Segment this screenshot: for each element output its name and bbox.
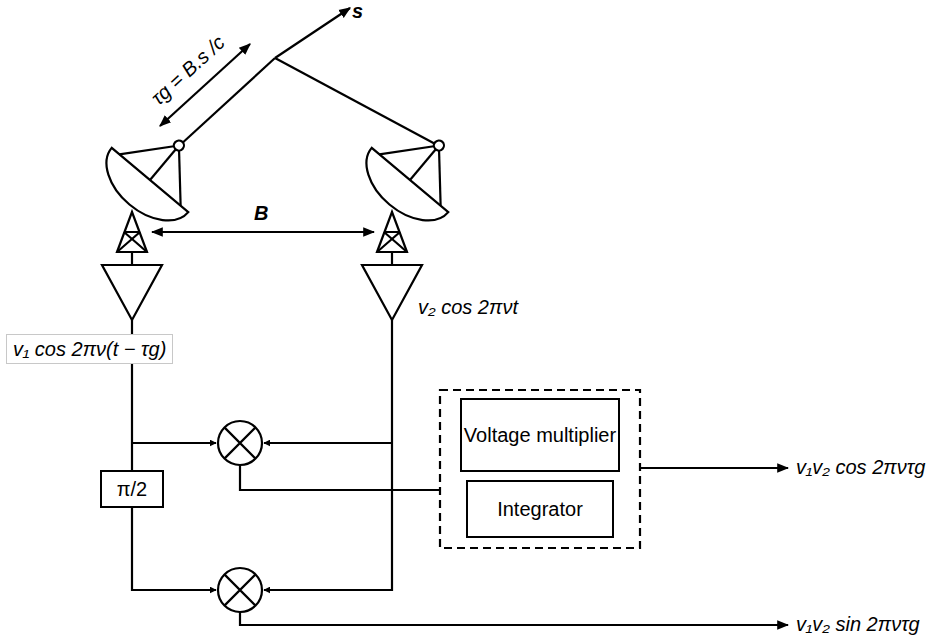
dish-antenna <box>351 110 480 237</box>
box-text: Integrator <box>497 498 583 521</box>
process-box: Voltage multiplier <box>460 398 620 472</box>
delay-label: τg = B.s /c <box>147 31 229 109</box>
dish-antenna <box>91 110 220 237</box>
signal-wire <box>240 465 440 490</box>
source-direction <box>275 8 350 58</box>
box-text: Voltage multiplier <box>464 424 616 447</box>
antenna-mount <box>117 212 147 265</box>
baseline-label: B <box>254 202 268 224</box>
amplifier-symbol <box>102 265 162 320</box>
antenna-mount <box>377 212 407 265</box>
signal-wire <box>132 442 216 444</box>
output-label: v₁v₂ sin 2πντg <box>796 613 920 635</box>
output-wire <box>240 612 788 625</box>
output-wire <box>640 467 788 469</box>
process-box: Integrator <box>466 480 614 538</box>
box-text: π/2 <box>117 478 147 501</box>
baseline-arrow <box>152 231 374 233</box>
vector-label: s <box>352 0 363 22</box>
ray-line <box>275 58 439 146</box>
signal-label: v₁ cos 2πν(t − τg) <box>6 334 173 364</box>
signal-wire <box>264 442 392 444</box>
phase-shifter-box: π/2 <box>100 470 164 508</box>
signal-label: v₂ cos 2πνt <box>418 296 518 318</box>
multiplier-symbol <box>218 421 262 465</box>
output-label: v₁v₂ cos 2πντg <box>796 456 925 478</box>
signal-wire <box>264 320 392 590</box>
multiplier-symbol <box>218 568 262 612</box>
correlator-box <box>440 390 640 548</box>
amplifier-symbol <box>362 265 422 320</box>
